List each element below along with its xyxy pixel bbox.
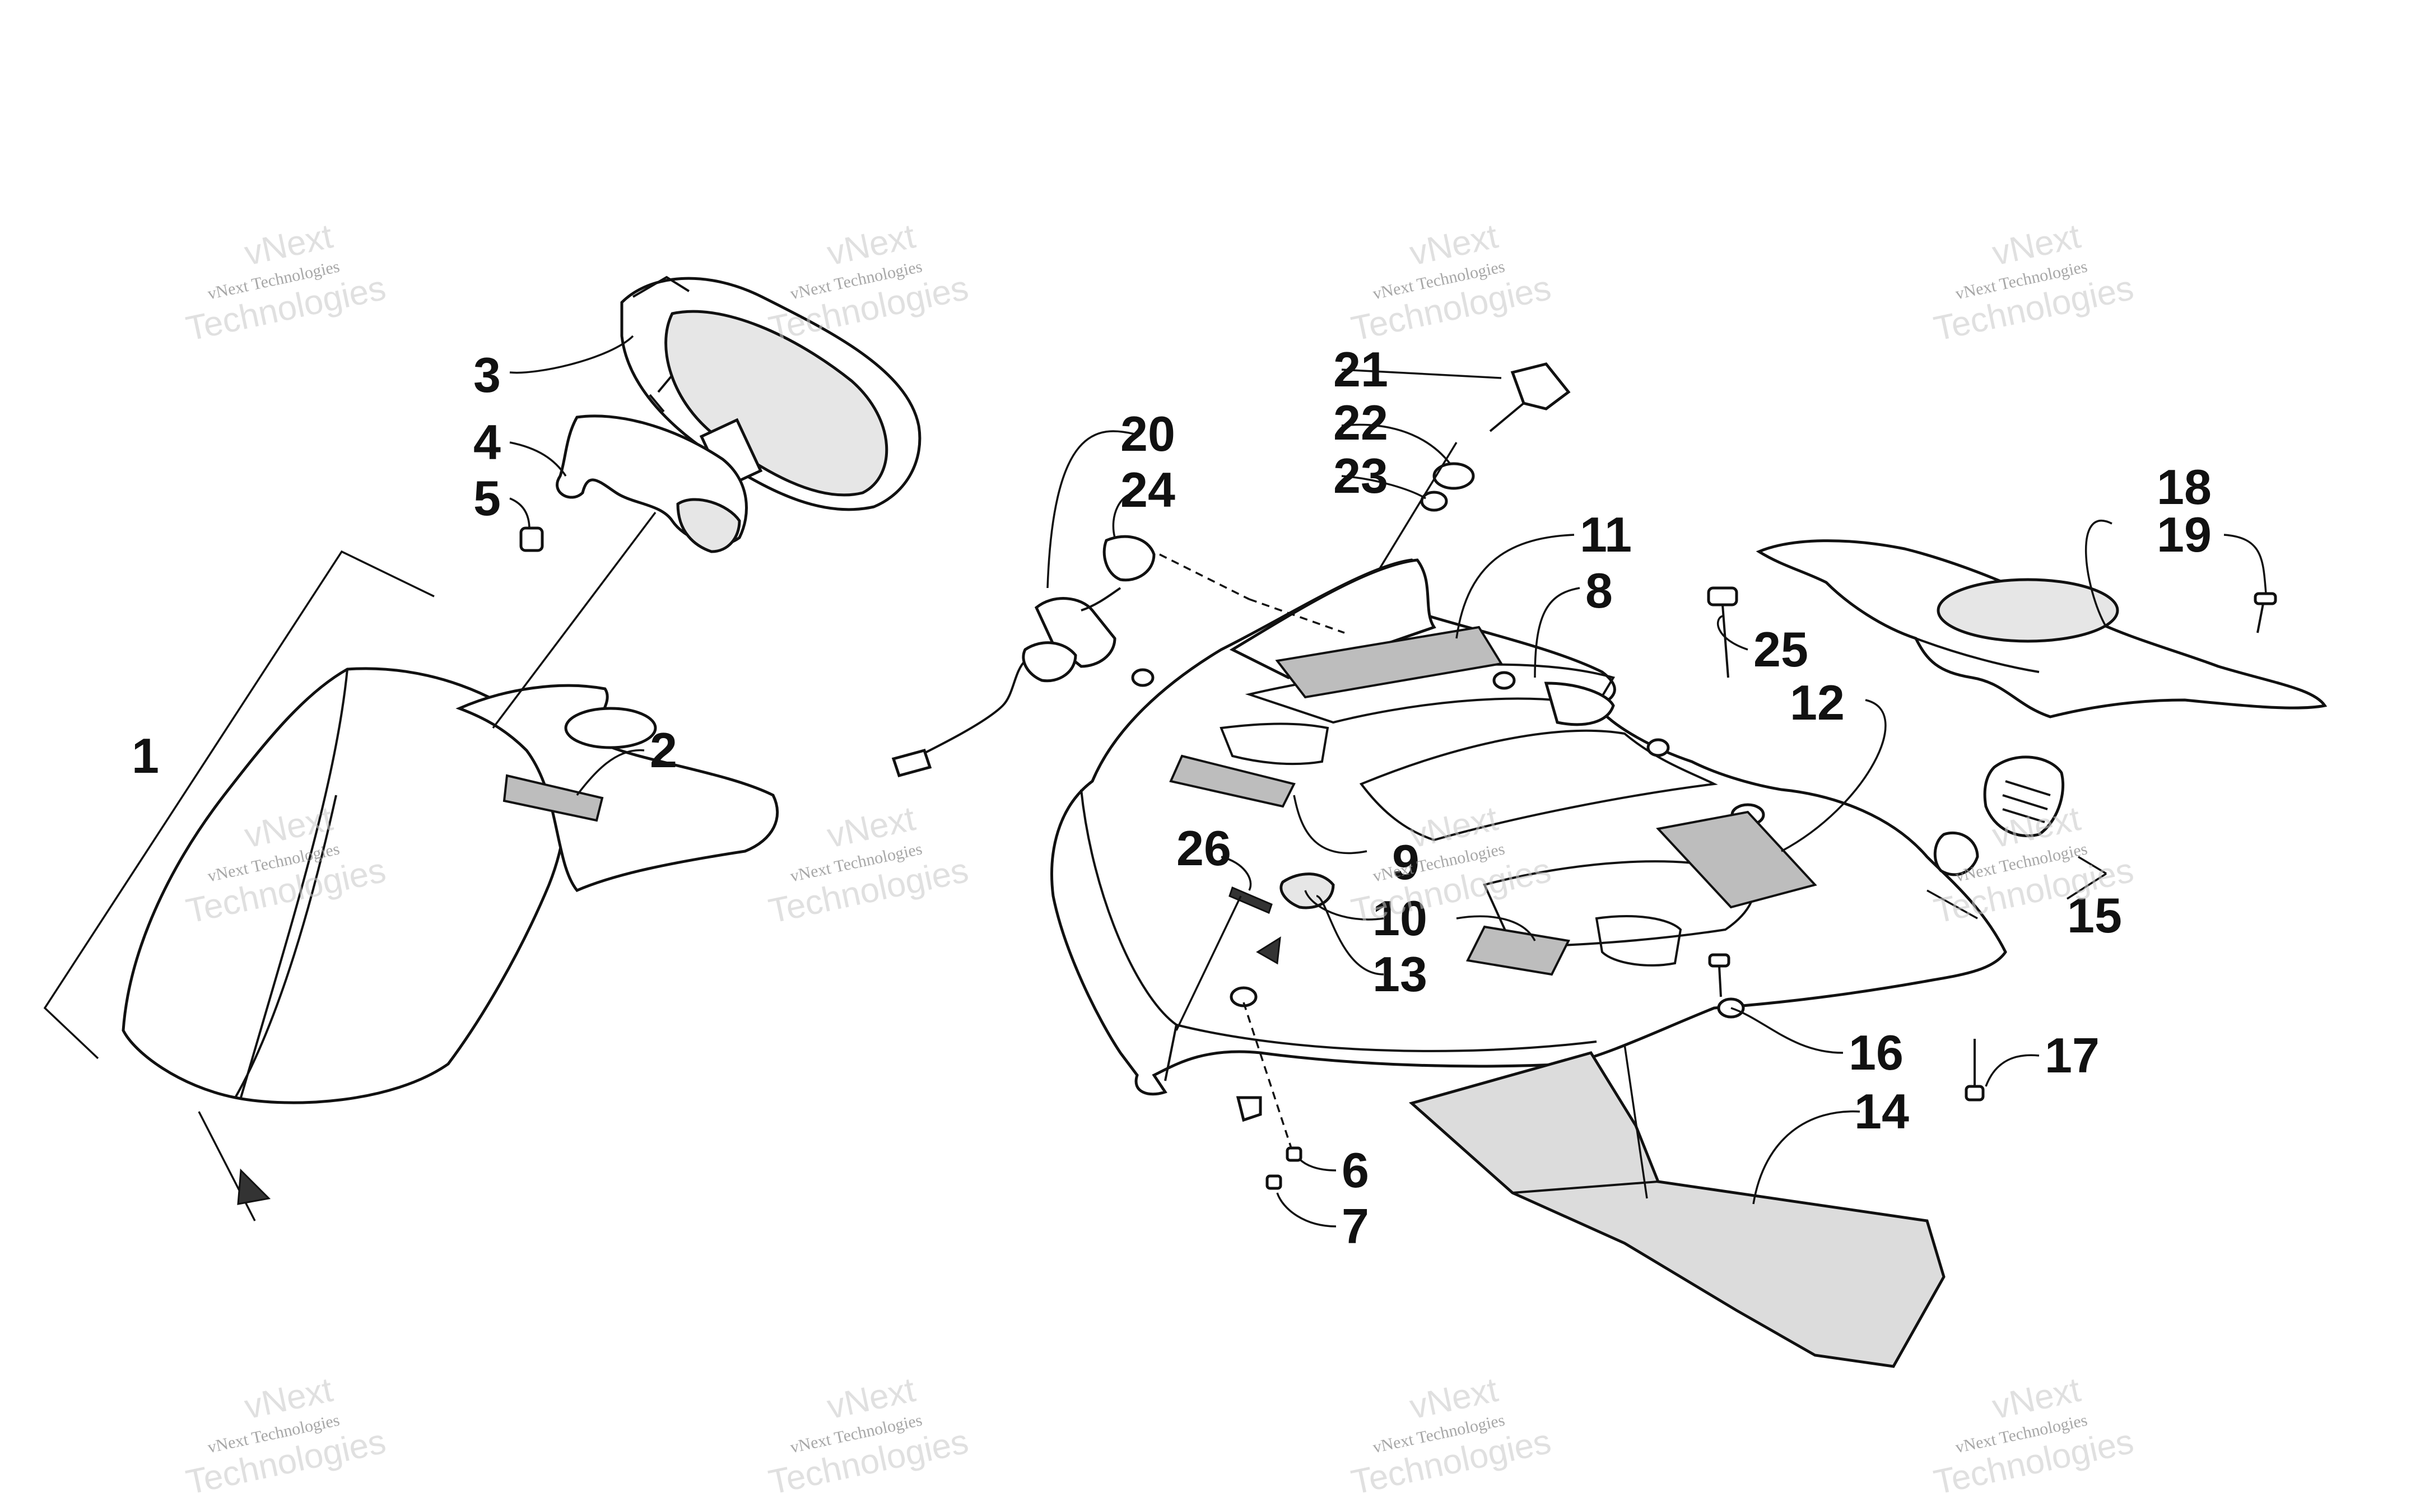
part-8-rear-seat-base (1050, 558, 2007, 1122)
callout-17: 17 (2045, 1028, 2100, 1083)
part-10-decal (1466, 925, 1570, 976)
screw-axis-line (1242, 1002, 1292, 1149)
callout-13: 13 (1372, 946, 1427, 1002)
callout-21: 21 (1333, 342, 1388, 397)
callout-11: 11 (1580, 507, 1632, 562)
callout-23: 23 (1333, 448, 1388, 503)
watermark-r1c2: vNext Technologies vNext Technologies (765, 217, 971, 348)
part-4-taillight-gasket (556, 414, 748, 553)
callout-15: 15 (2067, 888, 2122, 943)
callout-6: 6 (1342, 1142, 1369, 1198)
part-1-rear-fender (43, 550, 779, 1221)
part-26-strip (1228, 886, 1273, 914)
part-3-taillight-assembly (620, 276, 922, 511)
part-9-decal (1169, 754, 1296, 808)
callout-9: 9 (1392, 834, 1420, 890)
part-22-washer (1432, 462, 1475, 490)
part-7-screw (1265, 1174, 1282, 1190)
pad-axis-line (1623, 1044, 1648, 1199)
part-17-screw (1965, 1039, 1985, 1102)
part-14-seat-pad (1408, 1051, 1946, 1368)
callout-3: 3 (473, 347, 501, 403)
watermark-r3c4: vNext Technologies vNext Technologies (1930, 1370, 2137, 1502)
watermark-r3c1: vNext Technologies vNext Technologies (183, 1370, 389, 1502)
callout-1: 1 (132, 728, 159, 783)
callout-4: 4 (473, 414, 501, 470)
part-21-key (1489, 362, 1571, 432)
leader-lines (509, 335, 2267, 1228)
part-25-bolt (1707, 586, 1738, 678)
watermark-r1c1: vNext Technologies vNext Technologies (183, 217, 389, 348)
callout-18: 18 (2157, 459, 2212, 515)
callout-10: 10 (1372, 890, 1427, 946)
callout-labels: 1 2 3 4 5 6 7 8 9 10 11 12 13 14 15 16 1… (132, 342, 2212, 1254)
part-19-screw (2254, 592, 2277, 633)
part-11-decal (1275, 626, 1504, 699)
rack-axis-line (1249, 598, 1345, 634)
callout-20: 20 (1120, 406, 1175, 461)
callout-16: 16 (1849, 1025, 1904, 1080)
callout-26: 26 (1176, 820, 1231, 876)
watermark-r1c4: vNext Technologies vNext Technologies (1930, 217, 2137, 348)
callout-2: 2 (650, 722, 677, 778)
callout-25: 25 (1753, 622, 1808, 677)
part-6-screw (1286, 1146, 1302, 1162)
arrow-marker-center (1256, 936, 1281, 965)
watermark-r2c2: vNext Technologies vNext Technologies (765, 799, 971, 931)
callout-12: 12 (1790, 675, 1845, 730)
callout-8: 8 (1585, 563, 1613, 618)
part-20-harness-connector (891, 587, 1121, 778)
part-5-grommet (519, 526, 544, 552)
part-24-grommet (1102, 535, 1156, 582)
strip-axis-line (1175, 895, 1242, 1031)
callout-14: 14 (1854, 1084, 1909, 1139)
callout-22: 22 (1333, 395, 1388, 450)
watermark-r3c3: vNext Technologies vNext Technologies (1348, 1370, 1554, 1502)
callout-19: 19 (2157, 507, 2212, 562)
callout-24: 24 (1120, 462, 1175, 517)
callout-7: 7 (1342, 1198, 1369, 1254)
watermark-r3c2: vNext Technologies vNext Technologies (765, 1370, 971, 1502)
callout-5: 5 (473, 470, 501, 526)
part-18-rear-cover (1756, 539, 2328, 718)
part-16-screw (1708, 953, 1730, 997)
taillight-axis-line (492, 511, 657, 729)
key-axis-line (1377, 442, 1458, 572)
part-13-plug (1279, 872, 1335, 909)
part-12-decal (1656, 810, 1817, 909)
part-15-lock-assembly (1926, 755, 2107, 920)
watermark-r1c3: vNext Technologies vNext Technologies (1348, 217, 1554, 348)
harness-axis-line (1159, 553, 1250, 600)
